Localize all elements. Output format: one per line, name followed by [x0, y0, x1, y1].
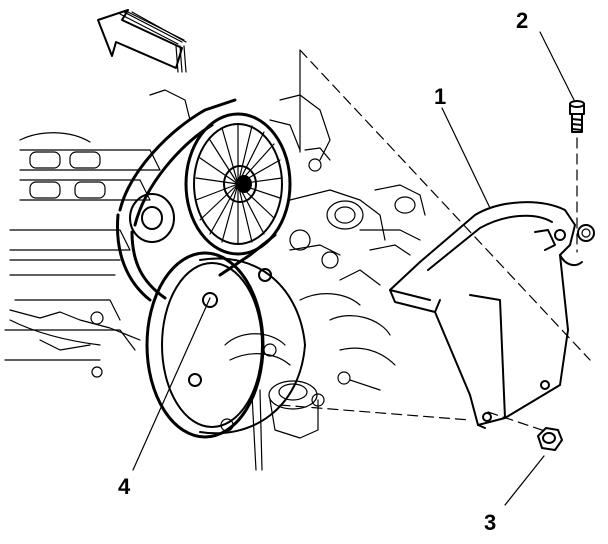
bolt-alignment-line	[576, 137, 595, 253]
callout-4: 4	[118, 474, 131, 499]
nut-icon	[537, 427, 563, 451]
crankshaft-pulley-illustration	[145, 251, 306, 439]
engine-block-illustration	[4, 89, 331, 378]
callout-leader-lines	[132, 31, 575, 506]
bolt-icon	[569, 100, 585, 133]
belt-guard-cover-illustration	[389, 201, 583, 429]
callout-3: 3	[484, 510, 496, 535]
front-direction-arrow-icon	[97, 9, 187, 73]
callout-2: 2	[516, 8, 528, 33]
assembly-alignment-lines	[279, 49, 591, 433]
accessory-pulley-illustration	[184, 112, 292, 256]
idler-pulley-illustration	[129, 193, 175, 243]
engine-front-cover-illustration	[220, 147, 426, 471]
callout-1: 1	[434, 84, 446, 109]
